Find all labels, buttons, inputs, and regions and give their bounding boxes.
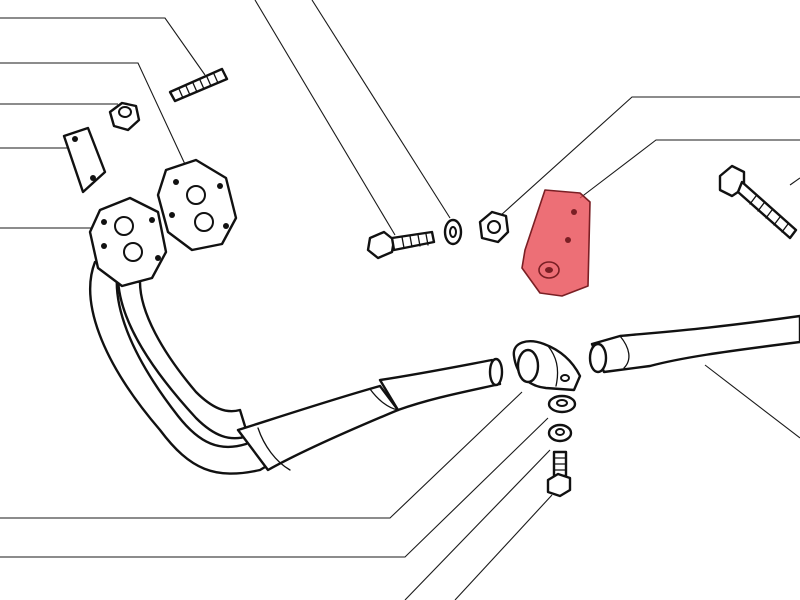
bracket-weld-nut xyxy=(538,261,560,279)
flat-washer xyxy=(443,218,463,246)
leader-line-washer xyxy=(311,0,451,219)
bracket-weld-nut-hole xyxy=(545,267,553,273)
leader-line-hanger-bolt xyxy=(454,494,553,600)
leader-line-long-bolt xyxy=(789,177,800,186)
hex-bolt-lower xyxy=(546,450,572,498)
stud xyxy=(168,67,229,103)
flat-washer-lower xyxy=(547,394,577,414)
bracket-bolt-hole xyxy=(565,237,571,243)
bracket-body[interactable] xyxy=(521,189,591,297)
clamp-plate xyxy=(62,126,107,194)
pipe-clamp xyxy=(512,340,582,392)
leader-line-tailpipe xyxy=(704,364,800,439)
lock-washer-lower xyxy=(547,423,573,443)
long-bolt xyxy=(718,164,798,240)
bracket-bolt-hole xyxy=(571,209,577,215)
lock-nut xyxy=(478,210,510,244)
leader-line-hanger-washer xyxy=(0,417,549,558)
tailpipe xyxy=(588,314,800,374)
leader-line-gasket xyxy=(0,62,191,176)
leader-line-stud xyxy=(0,17,206,76)
manifold-flange xyxy=(88,196,168,288)
hex-nut xyxy=(108,101,141,132)
leader-line-bracket xyxy=(579,139,800,199)
leader-line-downpipe xyxy=(0,391,523,519)
leader-line-locknut xyxy=(489,96,800,226)
leader-line-hanger-lockwasher xyxy=(404,449,551,600)
hex-bolt xyxy=(366,230,436,260)
exhaust-mounting-bracket[interactable] xyxy=(521,189,591,297)
exhaust-downpipe xyxy=(89,260,504,475)
leader-line-bolt xyxy=(254,0,396,236)
gasket xyxy=(156,158,238,252)
